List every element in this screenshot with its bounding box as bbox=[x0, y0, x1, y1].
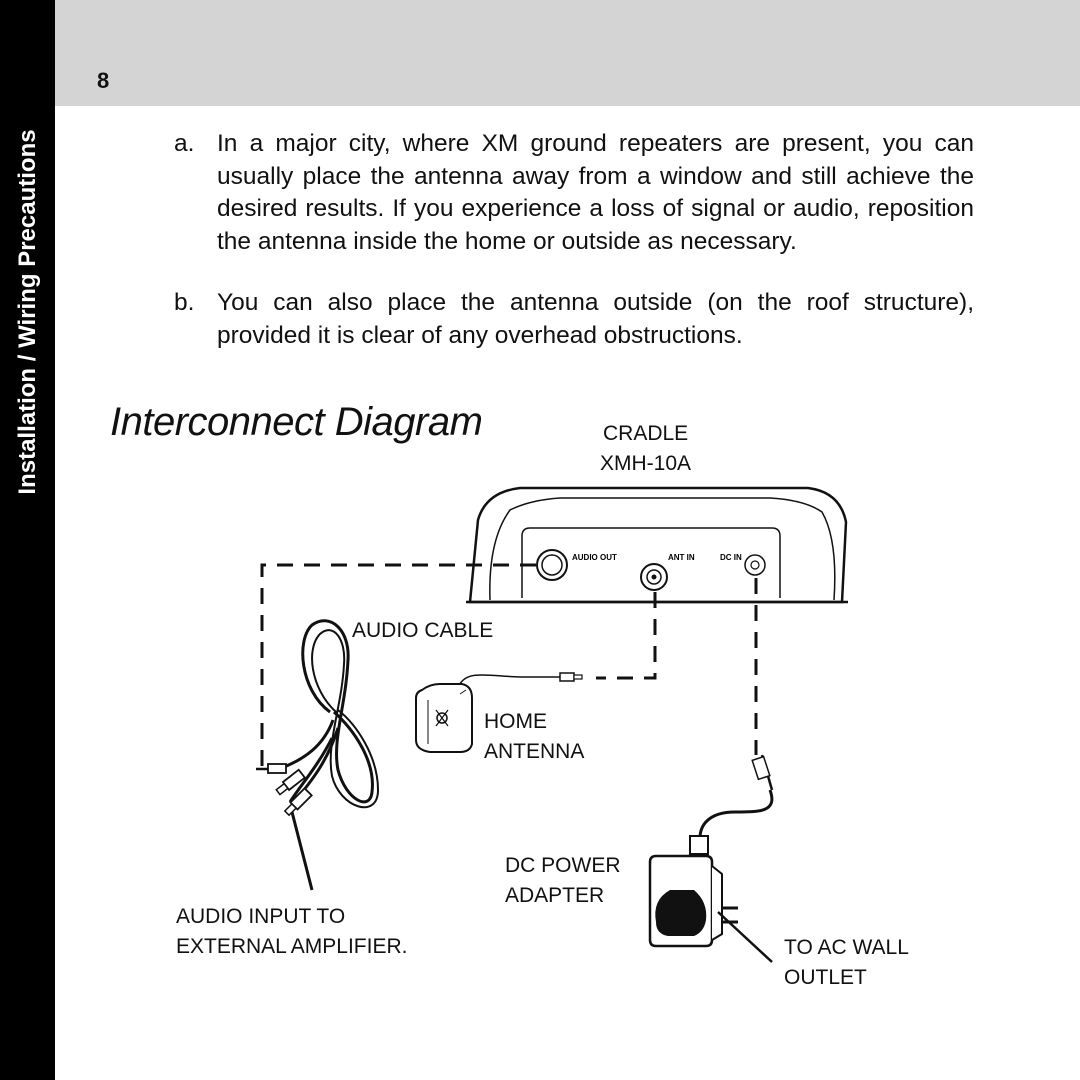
adapter-label: ADAPTER bbox=[505, 884, 605, 907]
sidebar bbox=[0, 0, 55, 1080]
paragraph-b: b. You can also place the antenna outsid… bbox=[174, 287, 974, 352]
paragraph-a: a. In a major city, where XM ground repe… bbox=[174, 128, 974, 258]
home-label: HOME bbox=[484, 710, 547, 733]
paragraph-text: You can also place the antenna outside (… bbox=[217, 289, 974, 349]
header-bar bbox=[55, 0, 1080, 106]
page-number: 8 bbox=[97, 68, 110, 93]
audio-input-label-line1: AUDIO INPUT TO bbox=[176, 905, 346, 928]
dc-power-label: DC POWER bbox=[505, 854, 621, 877]
connection-lines bbox=[260, 563, 758, 772]
ac-wall-label-line2: OUTLET bbox=[784, 966, 867, 989]
diagram-title: Interconnect Diagram bbox=[110, 400, 483, 444]
paragraph-marker: a. bbox=[174, 130, 195, 157]
audio-out-connection bbox=[260, 563, 536, 772]
cradle-model-label: XMH-10A bbox=[600, 452, 692, 475]
audio-cable bbox=[256, 619, 380, 891]
paragraph-marker: b. bbox=[174, 289, 195, 316]
port-ant-in-label: ANT IN bbox=[668, 553, 695, 562]
audio-input-label-line2: EXTERNAL AMPLIFIER. bbox=[176, 935, 408, 958]
antenna-label: ANTENNA bbox=[484, 740, 585, 763]
port-dc-in-label: DC IN bbox=[720, 553, 742, 562]
home-antenna bbox=[415, 672, 583, 753]
ac-wall-label-line1: TO AC WALL bbox=[784, 936, 909, 959]
antenna-connection bbox=[596, 592, 657, 680]
cradle-device: AUDIO OUT ANT IN DC IN bbox=[466, 486, 848, 604]
paragraph-text: In a major city, where XM ground repeate… bbox=[217, 130, 974, 255]
audio-cable-label: AUDIO CABLE bbox=[352, 619, 494, 642]
port-audio-out-label: AUDIO OUT bbox=[572, 553, 617, 562]
cradle-label: CRADLE bbox=[603, 422, 689, 445]
dc-power-adapter bbox=[648, 754, 774, 963]
